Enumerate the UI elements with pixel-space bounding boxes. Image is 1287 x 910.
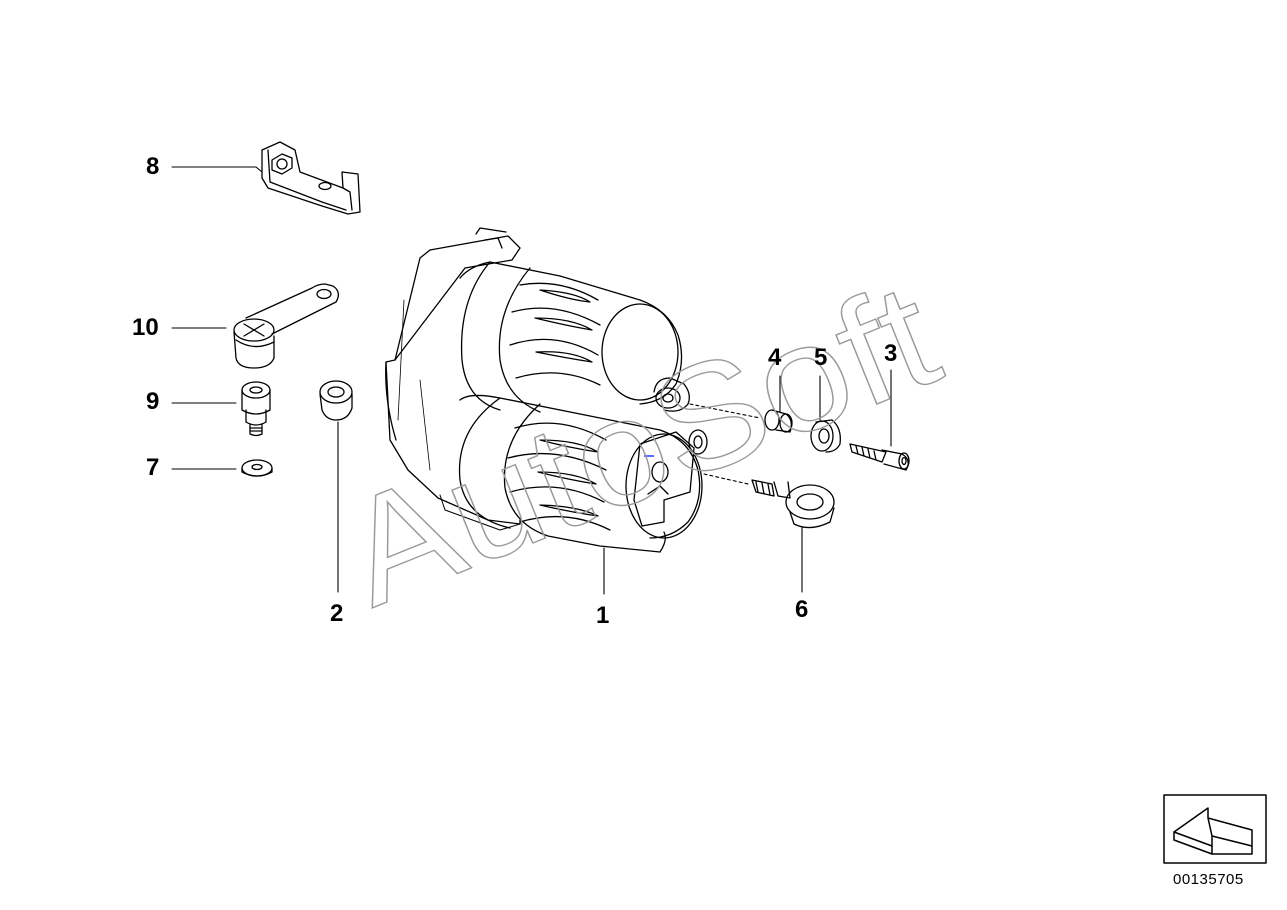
leader-lines <box>171 166 892 595</box>
callout-2: 2 <box>330 600 344 627</box>
part-4-sleeve <box>764 409 793 433</box>
part-5-grommet <box>810 419 841 453</box>
callout-6: 6 <box>795 596 809 623</box>
callout-9: 9 <box>146 388 160 415</box>
part-6-banjo <box>751 479 835 529</box>
callout-8: 8 <box>146 153 160 180</box>
part-10-grommet-strap <box>233 283 340 369</box>
part-3-bolt <box>849 443 910 471</box>
part-1-housing <box>385 227 708 553</box>
document-number: 00135705 <box>1173 871 1244 888</box>
callout-4: 4 <box>768 344 782 371</box>
part-9-stud <box>241 381 271 437</box>
part-8-bracket <box>261 141 361 215</box>
callout-3: 3 <box>884 340 898 367</box>
callout-7: 7 <box>146 454 160 481</box>
callout-1: 1 <box>596 602 610 629</box>
callout-5: 5 <box>814 344 828 371</box>
part-7-washer <box>241 459 273 477</box>
arrow-icon <box>1163 794 1267 864</box>
part-2-bushing <box>319 380 353 421</box>
callout-10: 10 <box>132 314 159 341</box>
